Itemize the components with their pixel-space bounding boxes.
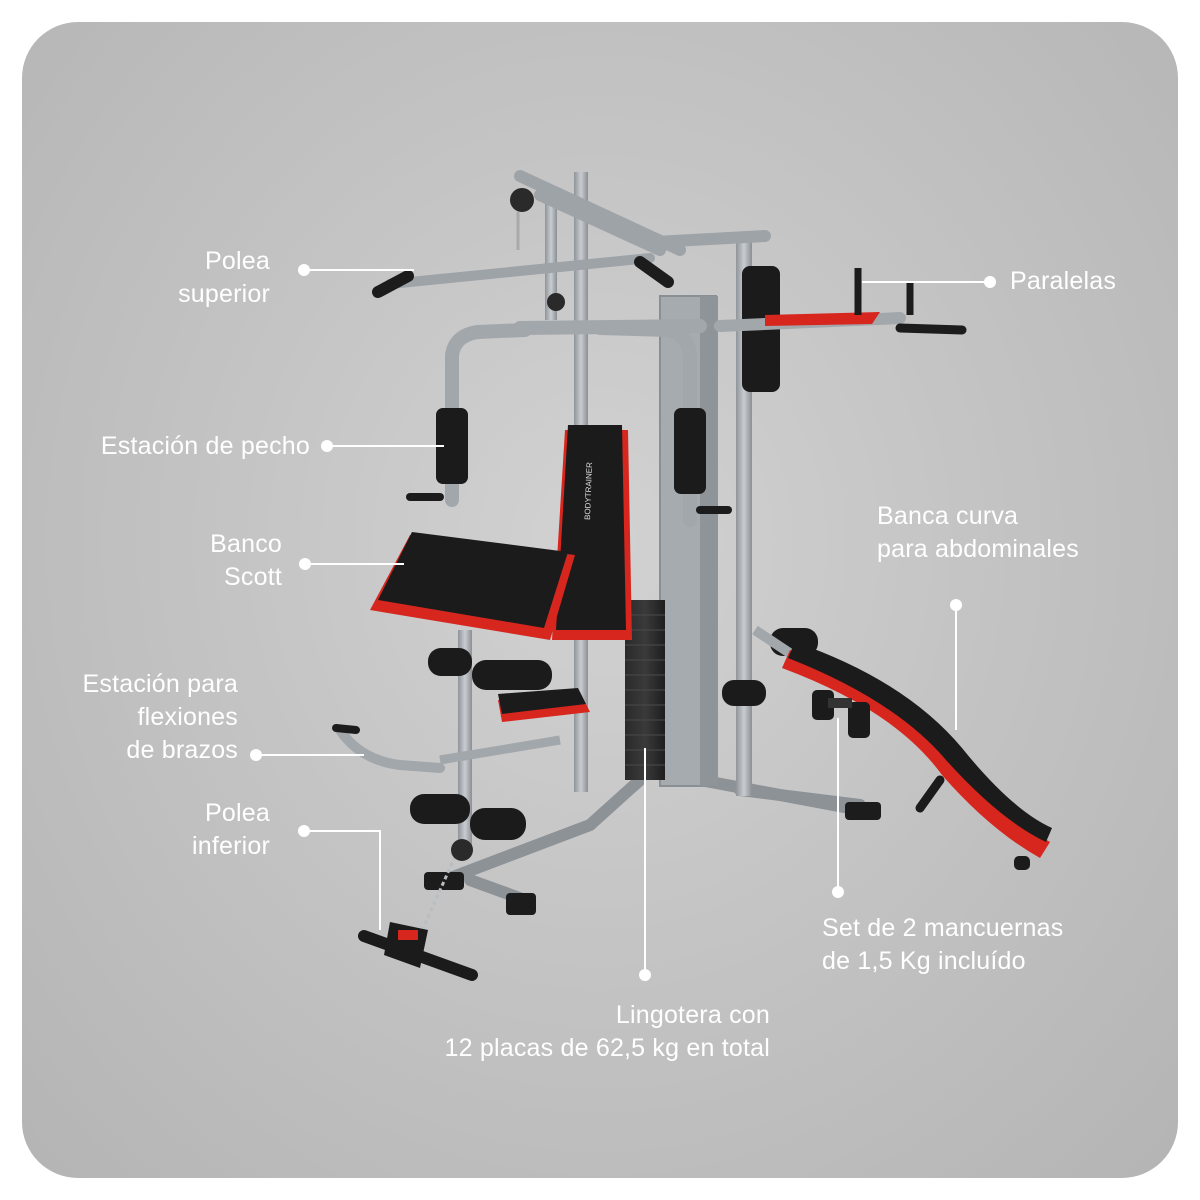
foot-cap: [424, 872, 464, 890]
lat-pulldown-bar: [372, 188, 674, 311]
chest-pad-left: [436, 408, 468, 484]
label-line: Polea: [205, 799, 270, 827]
backrest-pad: BODYTRAINER: [552, 425, 632, 640]
dumbbells: [812, 690, 870, 738]
chest-press-arms: [445, 319, 707, 527]
foot-cap: [506, 893, 536, 915]
label-line: para abdominales: [877, 535, 1079, 563]
label-line: de 1,5 Kg incluído: [822, 947, 1026, 975]
label-line: Lingotera con: [615, 1001, 770, 1029]
label-polea-inferior: Polea inferior: [192, 797, 270, 863]
label-banco-scott: Banco Scott: [210, 528, 282, 594]
chest-pad-right: [674, 408, 706, 494]
curved-ab-bench: [752, 625, 1052, 870]
label-line: Banco: [210, 530, 282, 558]
label-line: flexiones: [137, 703, 238, 731]
label-line: Estación para: [82, 670, 238, 698]
top-frame: [514, 170, 771, 256]
label-estacion-pecho: Estación de pecho: [101, 430, 310, 463]
label-mancuernas: Set de 2 mancuernas de 1,5 Kg incluído: [822, 912, 1063, 978]
seat-pad: [498, 688, 590, 722]
label-line: Set de 2 mancuernas: [822, 914, 1064, 942]
label-estacion-flexiones: Estación para flexiones de brazos: [83, 668, 238, 767]
label-line: de brazos: [126, 736, 238, 764]
label-line: superior: [178, 280, 270, 308]
label-line: inferior: [191, 832, 270, 860]
label-line: Estación de pecho: [100, 432, 310, 460]
label-line: Paralelas: [1010, 267, 1117, 295]
label-line: Scott: [224, 563, 282, 591]
label-line: 12 placas de 62,5 kg en total: [444, 1034, 770, 1062]
scott-bench-pad: [370, 532, 575, 640]
foot-cap: [845, 802, 881, 820]
label-line: Polea: [205, 247, 270, 275]
label-line: Banca curva: [877, 502, 1019, 530]
base-frame: [439, 774, 866, 906]
label-paralelas: Paralelas: [1010, 265, 1116, 298]
dip-station: [714, 266, 967, 392]
arm-curl-bar: [332, 724, 561, 773]
label-lingotera: Lingotera con 12 placas de 62,5 kg en to…: [445, 999, 770, 1065]
bench-post: [458, 630, 472, 850]
label-banca-curva: Banca curva para abdominales: [877, 500, 1079, 566]
label-polea-superior: Polea superior: [178, 245, 270, 311]
low-pulley-handle: [358, 839, 478, 981]
brand-logo-text: BODYTRAINER: [583, 462, 594, 520]
weight-stack-tower: [625, 295, 718, 787]
leg-rollers: [410, 628, 818, 840]
